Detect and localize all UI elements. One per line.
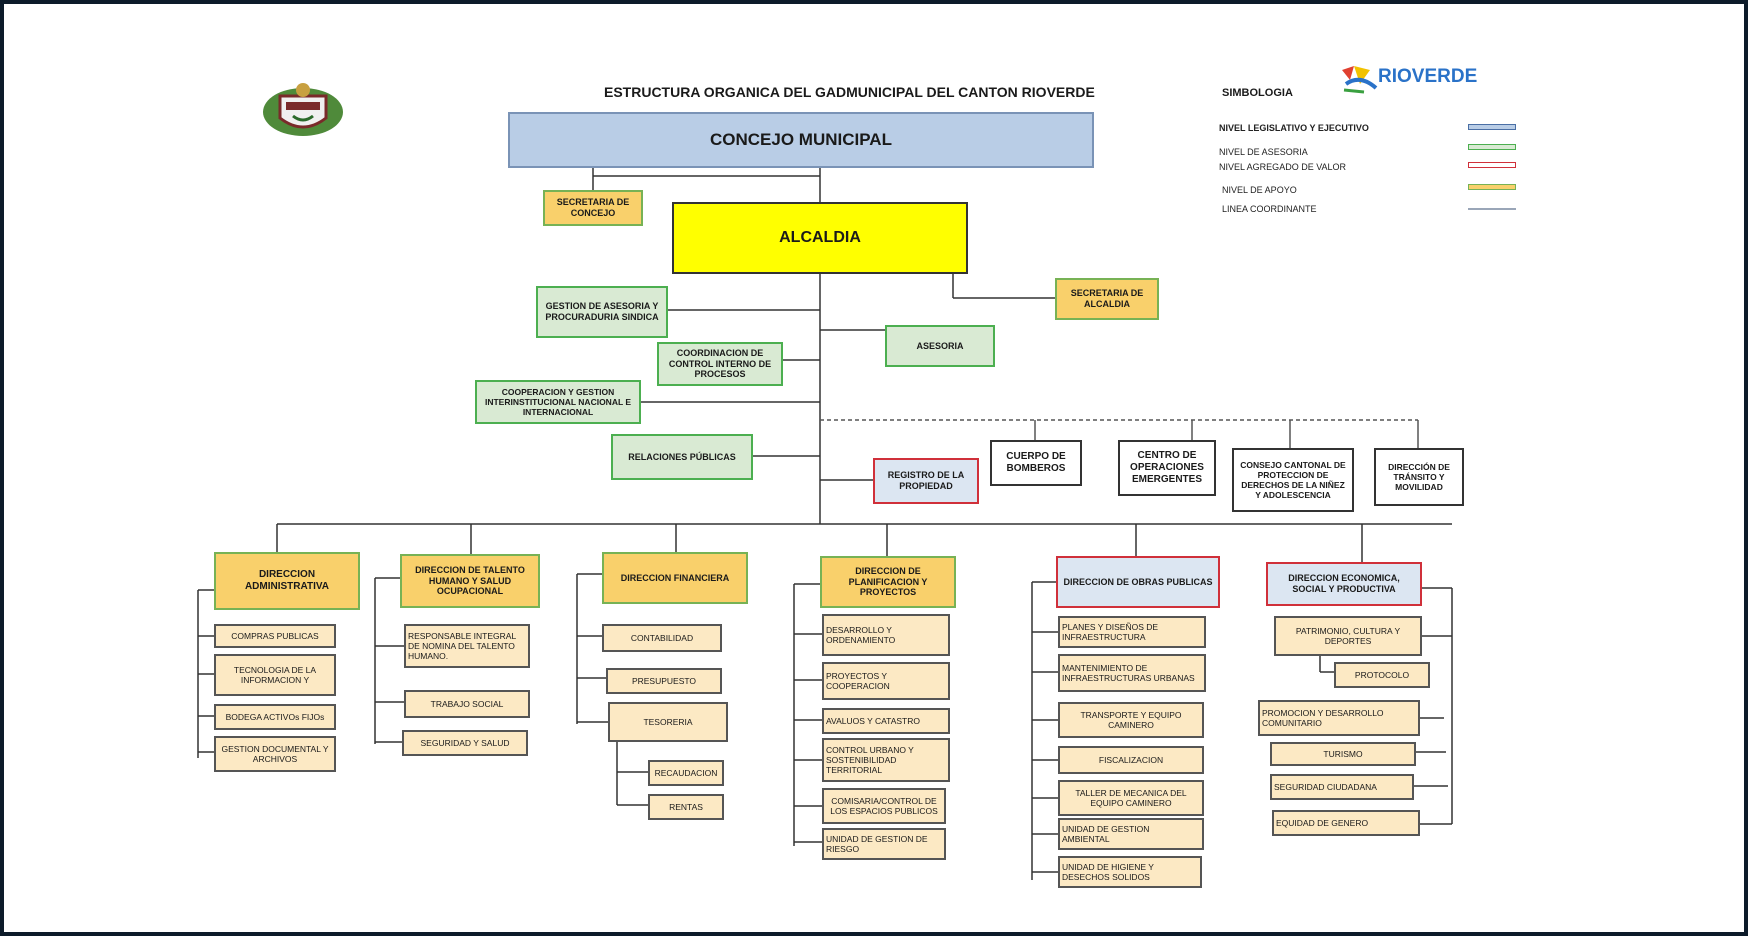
gestion-asesoria-box: GESTION DE ASESORIA Y PROCURADURIA SINDI… [536, 286, 668, 338]
unit-gestion-documental: GESTION DOCUMENTAL Y ARCHIVOS [214, 736, 336, 772]
relaciones-publicas-box: RELACIONES PÚBLICAS [611, 434, 753, 480]
legend-swatch-coordinante [1468, 208, 1516, 210]
unit-seguridad-salud: SEGURIDAD Y SALUD [402, 730, 528, 756]
unit-recaudacion: RECAUDACION [648, 760, 724, 786]
municipal-emblem-logo [263, 83, 343, 136]
unit-comisaria: COMISARIA/CONTROL DE LOS ESPACIOS PUBLIC… [822, 788, 946, 824]
unit-responsable-nomina: RESPONSABLE INTEGRAL DE NOMINA DEL TALEN… [404, 624, 530, 668]
control-interno-box: COORDINACION DE CONTROL INTERNO DE PROCE… [657, 342, 783, 386]
legend-label-legislativo: NIVEL LEGISLATIVO Y EJECUTIVO [1219, 123, 1369, 133]
cooperacion-box: COOPERACION Y GESTION INTERINSTITUCIONAL… [475, 380, 641, 424]
direccion-talento-box: DIRECCION DE TALENTO HUMANO Y SALUD OCUP… [400, 554, 540, 608]
unit-mantenimiento: MANTENIMIENTO DE INFRAESTRUCTURAS URBANA… [1058, 654, 1206, 692]
legend-label-apoyo: NIVEL DE APOYO [1222, 185, 1297, 195]
consejo-cantonal-box: CONSEJO CANTONAL DE PROTECCION DE DERECH… [1232, 448, 1354, 512]
registro-propiedad-box: REGISTRO DE LA PROPIEDAD [873, 458, 979, 504]
unit-equidad-genero: EQUIDAD DE GENERO [1272, 810, 1420, 836]
legend-swatch-legislativo [1468, 124, 1516, 130]
unit-bodega: BODEGA ACTIVOs FIJOs [214, 704, 336, 730]
unit-promocion: PROMOCION Y DESARROLLO COMUNITARIO [1258, 700, 1420, 736]
direccion-administrativa-box: DIRECCION ADMINISTRATIVA [214, 552, 360, 610]
rioverde-logo: RIOVERDE [1340, 62, 1478, 96]
rioverde-logo-text: RIOVERDE [1378, 66, 1478, 87]
direccion-planificacion-box: DIRECCION DE PLANIFICACION Y PROYECTOS [820, 556, 956, 608]
secretaria-alcaldia-box: SECRETARIA DE ALCALDIA [1055, 278, 1159, 320]
unit-turismo: TURISMO [1270, 742, 1416, 766]
unit-planes-disenos: PLANES Y DISEÑOS DE INFRAESTRUCTURA [1058, 616, 1206, 648]
secretaria-concejo-box: SECRETARIA DE CONCEJO [543, 190, 643, 226]
page-title: ESTRUCTURA ORGANICA DEL GADMUNICIPAL DEL… [604, 84, 1095, 100]
unit-compras-publicas: COMPRAS PUBLICAS [214, 624, 336, 648]
legend-label-coordinante: LINEA COORDINANTE [1222, 204, 1317, 214]
unit-fiscalizacion: FISCALIZACION [1058, 746, 1204, 774]
unit-transporte-equipo: TRANSPORTE Y EQUIPO CAMINERO [1058, 702, 1204, 738]
cuerpo-bomberos-box: CUERPO DE BOMBEROS [990, 440, 1082, 486]
unit-gestion-riesgo: UNIDAD DE GESTION DE RIESGO [822, 828, 946, 860]
unit-tesoreria: TESORERIA [608, 702, 728, 742]
unit-presupuesto: PRESUPUESTO [606, 668, 722, 694]
unit-desarrollo-ordenamiento: DESARROLLO Y ORDENAMIENTO [822, 614, 950, 656]
direccion-transito-box: DIRECCIÓN DE TRÁNSITO Y MOVILIDAD [1374, 448, 1464, 506]
direccion-obras-box: DIRECCION DE OBRAS PUBLICAS [1056, 556, 1220, 608]
unit-trabajo-social: TRABAJO SOCIAL [404, 690, 530, 718]
unit-higiene-desechos: UNIDAD DE HIGIENE Y DESECHOS SOLIDOS [1058, 856, 1202, 888]
legend-swatch-valor [1468, 162, 1516, 168]
unit-gestion-ambiental: UNIDAD DE GESTION AMBIENTAL [1058, 818, 1204, 850]
legend-label-valor: NIVEL AGREGADO DE VALOR [1219, 162, 1347, 172]
unit-avaluos-catastro: AVALUOS Y CATASTRO [822, 708, 950, 734]
legend-label-asesoria: NIVEL DE ASESORIA [1219, 147, 1308, 157]
legend-swatch-apoyo [1468, 184, 1516, 190]
unit-protocolo: PROTOCOLO [1334, 662, 1430, 688]
unit-taller-mecanica: TALLER DE MECANICA DEL EQUIPO CAMINERO [1058, 780, 1204, 816]
unit-proyectos-cooperacion: PROYECTOS Y COOPERACION [822, 662, 950, 700]
unit-tecnologia: TECNOLOGIA DE LA INFORMACION Y [214, 654, 336, 696]
unit-seguridad-ciudadana: SEGURIDAD CIUDADANA [1270, 774, 1414, 800]
unit-control-urbano: CONTROL URBANO Y SOSTENIBILIDAD TERRITOR… [822, 738, 950, 782]
direccion-financiera-box: DIRECCION FINANCIERA [602, 552, 748, 604]
direccion-economica-box: DIRECCION ECONOMICA, SOCIAL Y PRODUCTIVA [1266, 562, 1422, 606]
centro-operaciones-box: CENTRO DE OPERACIONES EMERGENTES [1118, 440, 1216, 496]
unit-contabilidad: CONTABILIDAD [602, 624, 722, 652]
unit-rentas: RENTAS [648, 794, 724, 820]
asesoria-box: ASESORIA [885, 325, 995, 367]
legend-title: SIMBOLOGIA [1222, 87, 1293, 99]
alcaldia-box: ALCALDIA [672, 202, 968, 274]
legend-swatch-asesoria [1468, 144, 1516, 150]
unit-patrimonio: PATRIMONIO, CULTURA Y DEPORTES [1274, 616, 1422, 656]
concejo-municipal-box: CONCEJO MUNICIPAL [508, 112, 1094, 168]
